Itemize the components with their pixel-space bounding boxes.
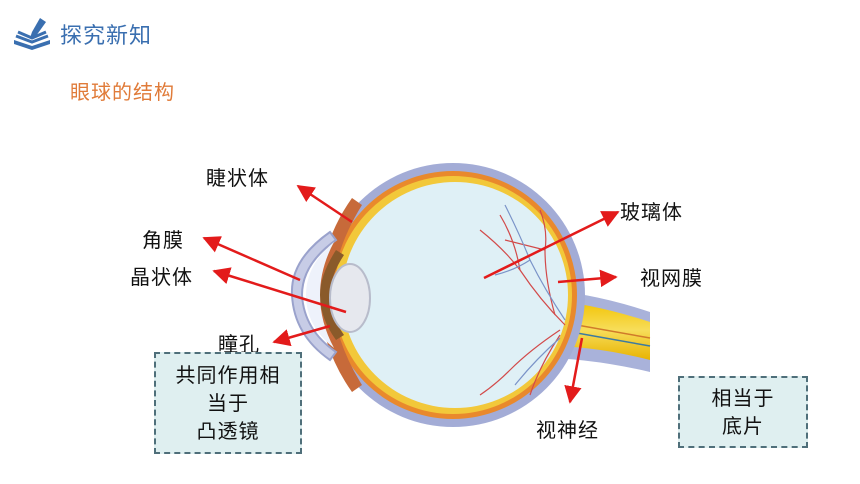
vitreous-body xyxy=(342,182,568,408)
book-pen-icon xyxy=(14,18,50,50)
page-subtitle: 眼球的结构 xyxy=(70,80,175,104)
lens-analogy-line2: 当于 xyxy=(207,391,249,415)
section-title: 探究新知 xyxy=(60,24,153,49)
film-analogy-box: 相当于 底片 xyxy=(678,376,808,448)
arrow-cornea xyxy=(202,236,301,282)
arrow-pupil xyxy=(272,324,331,347)
arrow-retina xyxy=(557,269,618,288)
arrow-vitreous xyxy=(483,210,620,280)
arrow-optic-nerve xyxy=(564,337,584,404)
film-analogy-line1: 相当于 xyxy=(711,386,775,410)
film-analogy-line2: 底片 xyxy=(722,414,764,438)
label-vitreous: 玻璃体 xyxy=(620,200,683,224)
label-ciliary-body: 睫状体 xyxy=(206,166,269,190)
lens-analogy-line1: 共同作用相 xyxy=(175,363,281,387)
arrow-lens xyxy=(212,267,347,314)
lens-analogy-box: 共同作用相 当于 凸透镜 xyxy=(154,352,302,454)
label-optic-nerve: 视神经 xyxy=(536,418,599,442)
label-cornea: 角膜 xyxy=(142,228,184,252)
lens-shape xyxy=(329,263,371,333)
label-retina: 视网膜 xyxy=(640,266,703,290)
section-header: 探究新知 xyxy=(10,14,152,54)
lens-analogy-line3: 凸透镜 xyxy=(196,419,260,443)
cornea-shape xyxy=(290,230,338,362)
label-lens: 晶状体 xyxy=(130,265,193,289)
arrow-ciliary xyxy=(296,184,353,224)
